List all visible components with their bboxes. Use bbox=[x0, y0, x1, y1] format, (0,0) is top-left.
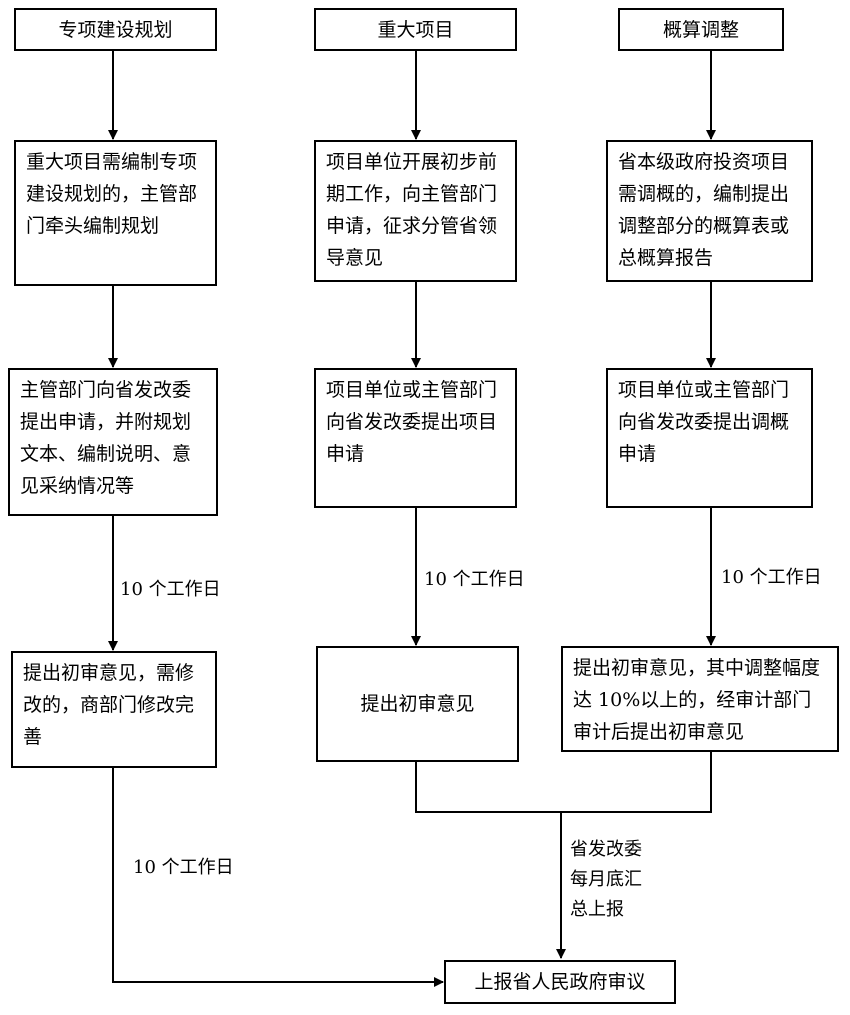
final-box-provincial-review: 上报省人民政府审议 bbox=[444, 960, 676, 1004]
arrow-c1-step3-to-final bbox=[112, 768, 444, 987]
c2-duration-label: 10 个工作日 bbox=[424, 569, 525, 590]
c3-duration-label: 10 个工作日 bbox=[721, 567, 822, 588]
c2-step2-box: 项目单位或主管部门向省发改委提出项目申请 bbox=[314, 368, 517, 508]
c3-step3-box: 提出初审意见，其中调整幅度达 10%以上的，经审计部门审计后提出初审意见 bbox=[561, 646, 839, 752]
c2-step1-box: 项目单位开展初步前期工作，向主管部门申请，征求分管省领导意见 bbox=[314, 140, 517, 282]
merge-label-line-1: 省发改委 bbox=[570, 839, 642, 860]
header-budget-adjustment: 概算调整 bbox=[618, 8, 784, 51]
merge-label: 省发改委 每月底汇 总上报 bbox=[570, 835, 642, 925]
merge-label-line-2: 每月底汇 bbox=[570, 869, 642, 890]
c1-duration-label: 10 个工作日 bbox=[120, 579, 221, 600]
merge-label-line-3: 总上报 bbox=[570, 899, 624, 920]
c3-step1-box: 省本级政府投资项目需调概的，编制提出调整部分的概算表或总概算报告 bbox=[606, 140, 813, 282]
c1-step2-box: 主管部门向省发改委提出申请，并附规划文本、编制说明、意见采纳情况等 bbox=[8, 368, 218, 516]
c1-step3-box: 提出初审意见，需修改的，商部门修改完善 bbox=[11, 651, 217, 768]
header-major-project: 重大项目 bbox=[314, 8, 517, 51]
c1-final-duration-label: 10 个工作日 bbox=[133, 857, 234, 878]
merge-bracket bbox=[415, 748, 712, 813]
c1-step1-box: 重大项目需编制专项建设规划的，主管部门牵头编制规划 bbox=[14, 140, 217, 286]
c3-step2-box: 项目单位或主管部门向省发改委提出调概申请 bbox=[606, 368, 813, 508]
c2-step3-box: 提出初审意见 bbox=[316, 646, 519, 762]
header-special-planning: 专项建设规划 bbox=[14, 8, 217, 51]
